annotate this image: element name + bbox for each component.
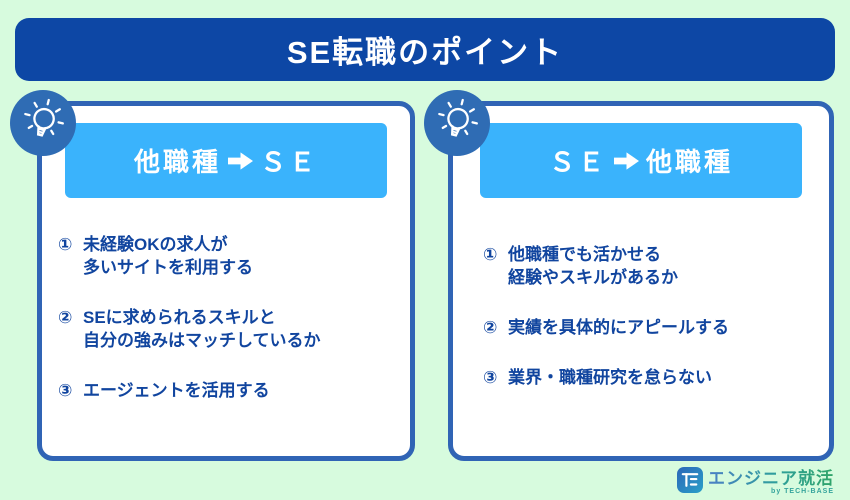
item-line: 他職種でも活かせる <box>508 245 661 264</box>
item-number: ③ <box>483 368 498 387</box>
brand-name: エンジニア就活 <box>708 464 834 489</box>
list-item: ③ 業界・職種研究を怠らない <box>483 366 821 389</box>
header-text-after: ＳＥ <box>260 147 319 177</box>
page-title: SE転職のポイント <box>286 35 564 70</box>
list-item: ② 実績を具体的にアピールする <box>483 316 821 339</box>
header-text-after: 他職種 <box>646 147 734 177</box>
card-body-other-to-se: ① 未経験OKの求人が 多いサイトを利用する ② SEに求められるスキルと 自分… <box>42 198 410 402</box>
list-item: ① 未経験OKの求人が 多いサイトを利用する <box>58 233 402 279</box>
arrow-right-icon <box>228 151 253 170</box>
item-line: 自分の強みはマッチしているか <box>83 331 321 350</box>
card-se-to-other: ＳＥ 他職種 ① 他職種でも活かせる 経験やスキルがあるか ② 実績を具体的にア… <box>448 101 834 461</box>
lightbulb-badge-left <box>10 90 76 156</box>
card-header-other-to-se: 他職種 ＳＥ <box>65 123 387 198</box>
item-line: エージェントを活用する <box>83 381 270 400</box>
item-number: ② <box>483 318 498 337</box>
item-number: ① <box>58 235 73 254</box>
item-line: 未経験OKの求人が <box>83 235 228 254</box>
list-item: ③ エージェントを活用する <box>58 379 402 402</box>
list-item: ② SEに求められるスキルと 自分の強みはマッチしているか <box>58 306 402 352</box>
brand-subtitle: by TECH-BASE <box>771 488 834 495</box>
card-header-se-to-other: ＳＥ 他職種 <box>480 123 802 198</box>
lightbulb-icon <box>428 94 486 152</box>
lightbulb-badge-right <box>424 90 490 156</box>
header-text-before: 他職種 <box>133 147 221 177</box>
card-other-to-se: 他職種 ＳＥ ① 未経験OKの求人が 多いサイトを利用する ② SEに求められる… <box>37 101 415 461</box>
item-line: SEに求められるスキルと <box>83 308 276 327</box>
item-number: ① <box>483 245 498 264</box>
header-text-before: ＳＥ <box>548 147 607 177</box>
item-number: ③ <box>58 381 73 400</box>
list-item: ① 他職種でも活かせる 経験やスキルがあるか <box>483 243 821 289</box>
item-line: 業界・職種研究を怠らない <box>508 368 712 387</box>
item-line: 実績を具体的にアピールする <box>508 318 729 337</box>
item-line: 経験やスキルがあるか <box>508 268 678 287</box>
arrow-right-icon <box>614 151 639 170</box>
item-line: 多いサイトを利用する <box>83 258 253 277</box>
item-number: ② <box>58 308 73 327</box>
title-bar: SE転職のポイント <box>15 18 835 81</box>
brand-logo: エンジニア就活 by TECH-BASE <box>677 464 834 495</box>
lightbulb-icon <box>14 94 72 152</box>
card-body-se-to-other: ① 他職種でも活かせる 経験やスキルがあるか ② 実績を具体的にアピールする ③… <box>453 198 829 389</box>
te-monogram-icon <box>677 466 703 493</box>
